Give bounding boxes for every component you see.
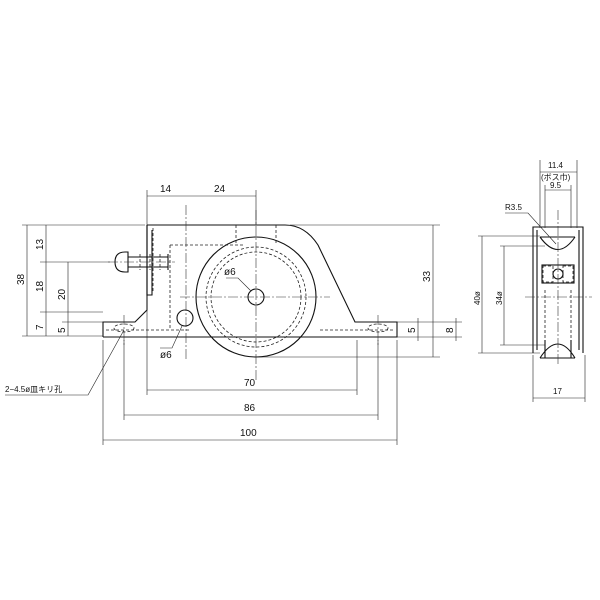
dim-40-dia: 40ø: [473, 291, 482, 305]
radius-label: R3.5: [505, 203, 522, 212]
dim-13: 13: [35, 238, 46, 250]
side-view: 11.4 (ボス巾) 9.5 R3.5 40ø 34ø 17: [473, 160, 592, 402]
dim-5-left: 5: [57, 327, 68, 333]
dim-9-5: 9.5: [550, 181, 562, 190]
dim-5-right: 5: [407, 327, 418, 333]
dim-33: 33: [422, 270, 433, 282]
front-view: ø6 ø6 2−4.5ø皿キリ孔 14 24 38 13 18 7 20 5 3…: [5, 184, 462, 445]
dim-8: 8: [445, 327, 456, 333]
pin: [176, 309, 194, 327]
axle-diameter-label: ø6: [224, 267, 236, 278]
dim-86: 86: [244, 403, 256, 414]
dim-34-dia: 34ø: [495, 291, 504, 305]
dim-14: 14: [160, 184, 172, 195]
dim-11-4: 11.4: [548, 161, 564, 170]
dim-100: 100: [240, 428, 257, 439]
dim-18: 18: [35, 280, 46, 292]
dim-20: 20: [57, 288, 68, 300]
pin-diameter-label: ø6: [160, 350, 172, 361]
hole-note: 2−4.5ø皿キリ孔: [5, 385, 62, 394]
boss-width-note: (ボス巾): [541, 172, 571, 182]
dim-38: 38: [16, 273, 27, 285]
dim-7: 7: [35, 324, 46, 330]
dim-70: 70: [244, 378, 256, 389]
dim-17: 17: [553, 387, 562, 396]
dim-24: 24: [214, 184, 226, 195]
base-plate: [102, 225, 148, 337]
